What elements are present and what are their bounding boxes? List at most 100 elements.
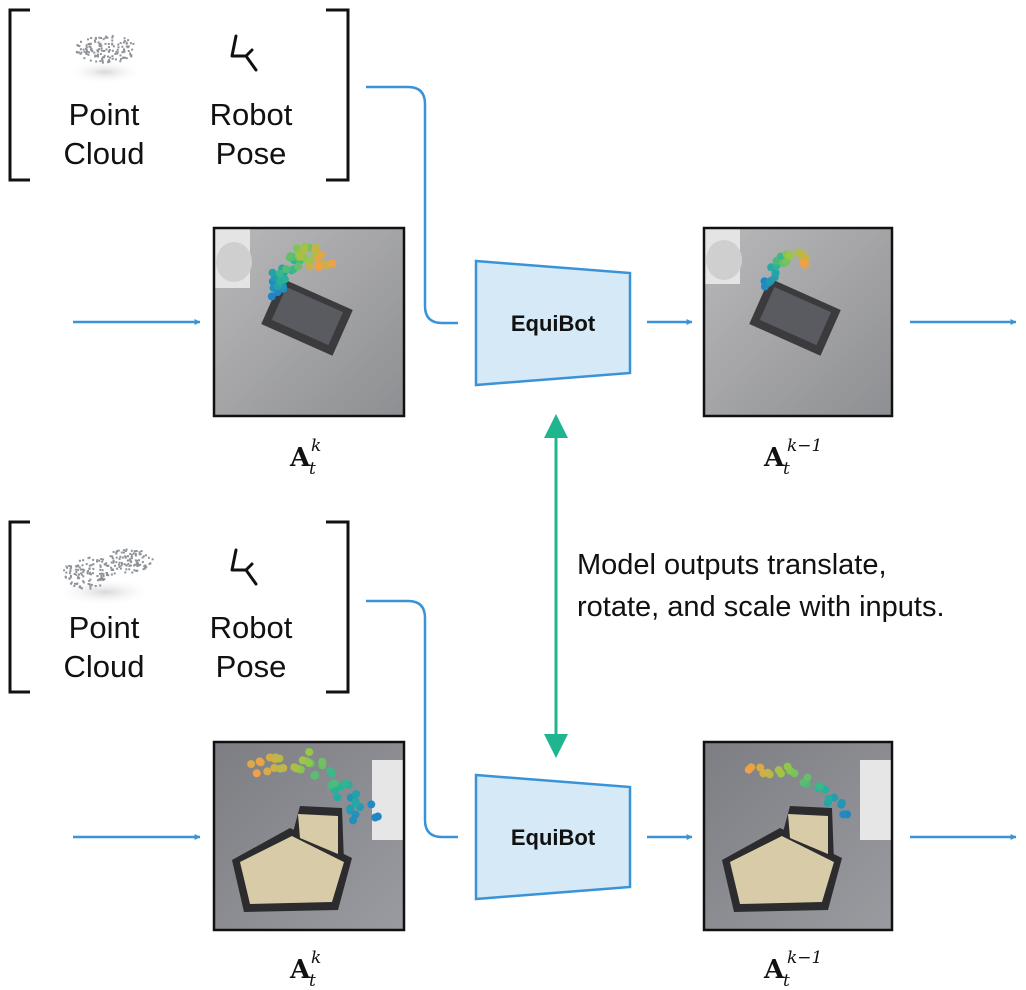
point-cloud-speck	[92, 563, 95, 566]
point-cloud-speck	[69, 574, 72, 577]
point-cloud-speck	[117, 549, 120, 552]
point-cloud-speck	[125, 41, 128, 44]
point-cloud-speck	[85, 44, 88, 47]
point-cloud-speck	[110, 573, 113, 576]
gripper-icon	[230, 34, 258, 72]
top-action-out-sub: t	[783, 459, 790, 479]
point-cloud-speck	[112, 551, 115, 553]
point-cloud-speck	[64, 575, 67, 578]
trajectory-dot	[255, 757, 264, 766]
point-cloud-speck	[140, 550, 143, 553]
top-action-out-main: A	[763, 443, 785, 473]
top-action-in-main: A	[289, 443, 311, 473]
point-cloud-speck	[99, 53, 102, 55]
point-cloud-speck	[116, 567, 119, 570]
top-point-cloud-label-line1: Point	[69, 97, 140, 132]
point-cloud-speck	[85, 563, 88, 566]
point-cloud-speck	[139, 563, 142, 566]
point-cloud-speck	[83, 57, 86, 60]
point-cloud-speck	[106, 36, 109, 39]
point-cloud-speck	[127, 562, 130, 565]
top-action-image-out	[702, 226, 894, 418]
point-cloud-speck	[80, 40, 82, 43]
trajectory-dot	[824, 794, 833, 803]
point-cloud-speck	[89, 571, 92, 574]
point-cloud-speck	[89, 585, 92, 588]
point-cloud-speck	[90, 583, 93, 586]
point-cloud-speck	[69, 570, 72, 572]
point-cloud-speck	[124, 571, 127, 574]
point-cloud-speck	[87, 51, 90, 54]
point-cloud-speck	[120, 551, 123, 554]
trajectory-dot	[328, 259, 337, 268]
point-cloud-speck	[144, 554, 147, 557]
point-cloud-speck	[82, 575, 85, 578]
point-cloud-speck	[119, 60, 122, 63]
point-cloud-speck	[120, 564, 123, 567]
trajectory-dot	[267, 292, 276, 301]
point-cloud-speck	[68, 577, 71, 580]
point-cloud-speck	[78, 51, 80, 54]
point-cloud-speck	[133, 550, 136, 553]
point-cloud-speck	[65, 565, 68, 568]
point-cloud-speck	[105, 572, 108, 574]
point-cloud-speck	[131, 48, 134, 51]
point-cloud-speck	[94, 40, 97, 43]
point-cloud-speck	[123, 49, 126, 52]
point-cloud-speck	[130, 553, 133, 556]
point-cloud-speck	[141, 556, 144, 559]
point-cloud-speck	[82, 559, 85, 562]
bottom-point-cloud-label-line1: Point	[69, 610, 140, 645]
point-cloud-speck	[70, 566, 73, 569]
point-cloud-speck	[86, 572, 89, 575]
point-cloud-speck	[134, 553, 137, 555]
point-cloud-speck	[105, 564, 108, 567]
point-cloud-speck	[125, 548, 128, 551]
top-condition-connector	[366, 85, 458, 325]
trajectory-dot	[744, 765, 753, 774]
point-cloud-speck	[78, 577, 81, 580]
point-cloud-speck	[78, 566, 81, 569]
point-cloud-speck	[149, 562, 152, 565]
point-cloud-speck	[96, 55, 99, 57]
point-cloud-speck	[73, 585, 76, 587]
point-cloud-speck	[128, 568, 131, 571]
trajectory-dot	[293, 244, 301, 253]
trajectory-dot	[313, 255, 322, 264]
top-right-bracket	[326, 8, 350, 182]
point-cloud-speck	[88, 567, 91, 570]
point-cloud-speck	[94, 585, 97, 587]
point-cloud-speck	[102, 50, 105, 52]
point-cloud-speck	[69, 576, 72, 579]
bottom-right-bracket	[326, 520, 350, 694]
point-cloud-speck	[118, 561, 121, 564]
point-cloud-speck	[129, 564, 132, 567]
point-cloud-speck	[96, 559, 99, 562]
point-cloud-speck	[98, 36, 101, 39]
point-cloud-speck	[116, 48, 119, 51]
equivariance-note-line2: rotate, and scale with inputs.	[577, 591, 945, 623]
trajectory-dot	[772, 256, 781, 265]
point-cloud-speck	[118, 563, 120, 566]
point-cloud-speck	[77, 564, 80, 567]
point-cloud-speck	[82, 571, 85, 574]
point-cloud-speck	[123, 48, 125, 51]
point-cloud-speck	[119, 567, 122, 570]
trajectory-dot	[330, 779, 339, 788]
point-cloud-speck	[130, 561, 133, 563]
point-cloud-speck	[82, 48, 85, 51]
point-cloud-speck	[99, 42, 102, 45]
point-cloud-speck	[79, 48, 82, 51]
point-cloud-speck	[74, 568, 77, 571]
point-cloud-speck	[108, 46, 110, 49]
point-cloud-icon	[67, 35, 143, 84]
point-cloud-speck	[128, 564, 131, 567]
point-cloud-speck	[123, 563, 126, 566]
bottom-action-out-main: A	[763, 955, 785, 985]
bottom-condition-connector	[366, 599, 458, 839]
point-cloud-speck	[88, 556, 91, 559]
point-cloud-speck	[101, 58, 104, 61]
point-cloud-speck	[87, 557, 90, 560]
point-cloud-speck	[116, 51, 119, 54]
point-cloud-speck	[111, 55, 114, 58]
